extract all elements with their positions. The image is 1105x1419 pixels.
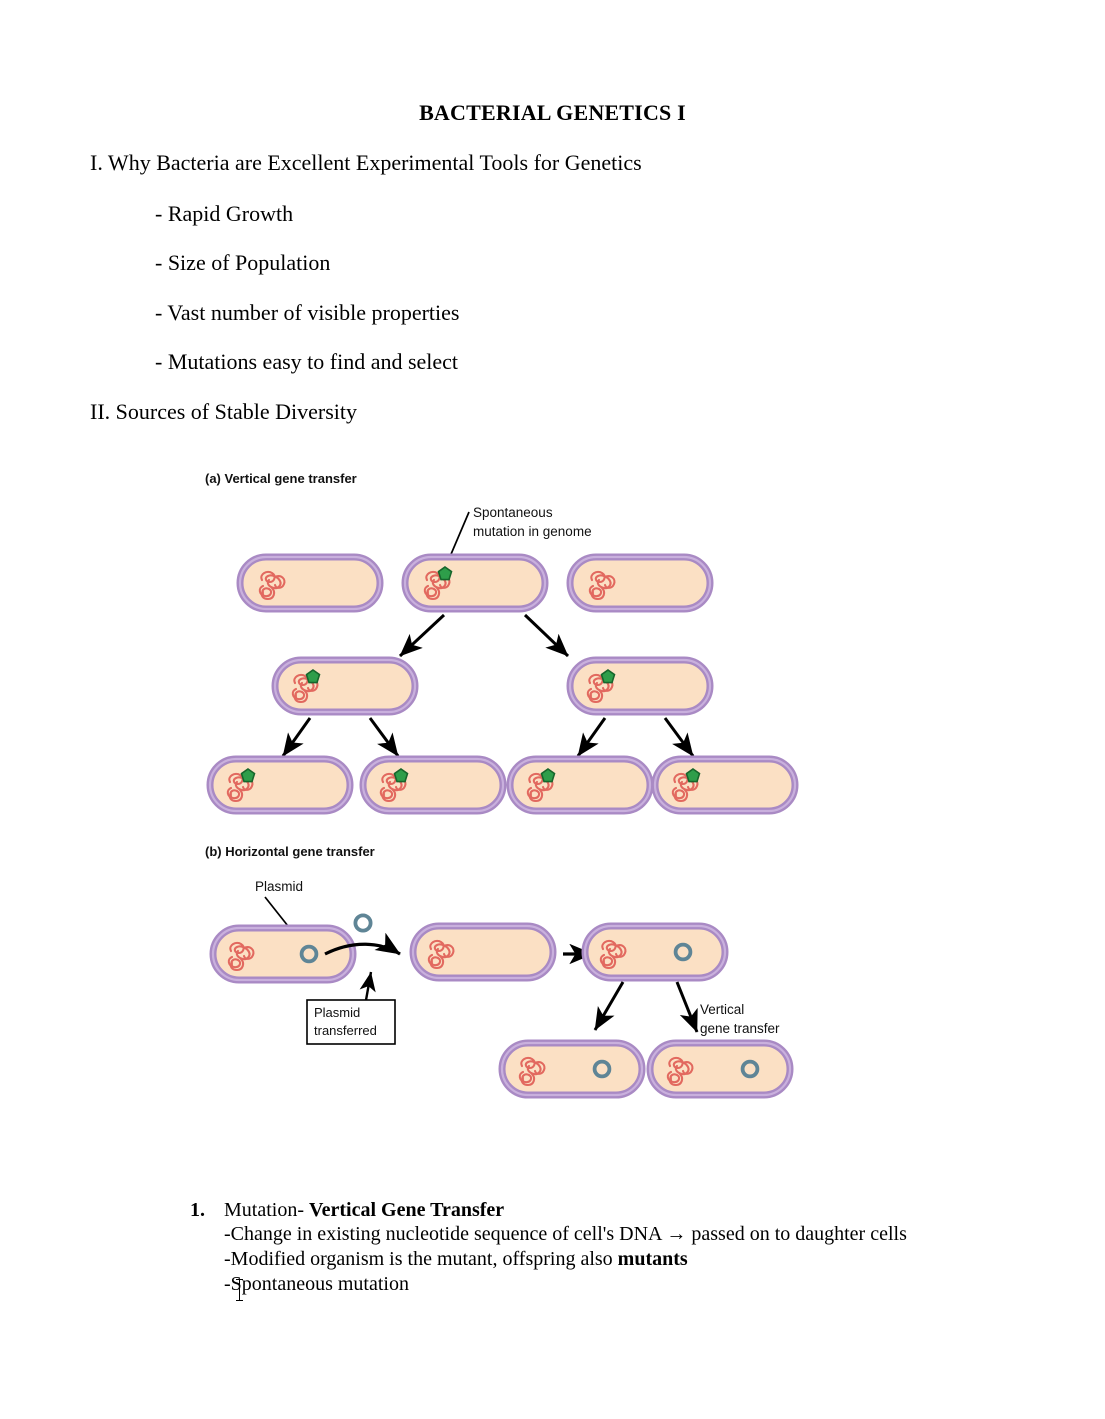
cell-b5-daughter [650, 1043, 790, 1095]
text-cursor [236, 1279, 243, 1301]
cell-b1-donor [213, 928, 353, 980]
list-item-title-plain: Mutation- [224, 1199, 309, 1221]
page-title: BACTERIAL GENETICS I [419, 100, 686, 125]
section-heading-1: I. Why Bacteria are Excellent Experiment… [90, 150, 642, 175]
plasmid-transferred-line1: Plasmid [314, 1005, 360, 1020]
cell-b2-recipient [413, 926, 553, 978]
numbered-list: 1. Mutation- Vertical Gene Transfer -Cha… [190, 1199, 1010, 1297]
free-plasmid-ring [353, 913, 373, 933]
plasmid-transferred-callout: Plasmid transferred [306, 971, 396, 1045]
cell-a2-mutant [405, 557, 545, 609]
vertical-gene-transfer-annotation-line2: gene transfer [700, 1021, 780, 1036]
cell-a9-mutant [655, 759, 795, 811]
cell-a4-mutant [275, 660, 415, 712]
sub-line-1: -Change in existing nucleotide sequence … [224, 1222, 1010, 1247]
list-item: 1. Mutation- Vertical Gene Transfer -Cha… [190, 1199, 1010, 1297]
cell-a3 [570, 557, 710, 609]
division-arrows-panel-b [593, 981, 699, 1033]
cell-a5-mutant [570, 660, 710, 712]
sub-line-2-bold: mutants [617, 1248, 688, 1270]
sub-line-1-plain: -Change in existing nucleotide sequence … [224, 1223, 907, 1245]
cell-a7-mutant [363, 759, 503, 811]
sub-line-3: -Spontaneous mutation [224, 1272, 1010, 1297]
spontaneous-mutation-annotation-line1: Spontaneous [473, 505, 553, 520]
plasmid-transfer-arrow [324, 932, 401, 956]
sub-line-2: -Modified organism is the mutant, offspr… [224, 1247, 1010, 1272]
cell-a1 [240, 557, 380, 609]
list-item-title-bold: Vertical Gene Transfer [309, 1199, 505, 1221]
list-item-title: Mutation- Vertical Gene Transfer [224, 1199, 1010, 1222]
cell-a8-mutant [510, 759, 650, 811]
bullet-item-visible-properties: - Vast number of visible properties [155, 300, 460, 325]
list-item-body: Mutation- Vertical Gene Transfer -Change… [224, 1199, 1010, 1297]
division-arrows-row1 [398, 613, 570, 658]
cell-a6-mutant [210, 759, 350, 811]
sub-line-3-plain: -Spontaneous mutation [224, 1273, 409, 1295]
cell-b4-daughter [502, 1043, 642, 1095]
section-heading-2: II. Sources of Stable Diversity [90, 399, 357, 424]
plasmid-annotation: Plasmid [255, 879, 303, 894]
division-arrows-row2 [281, 717, 695, 757]
panel-b-label: (b) Horizontal gene transfer [205, 844, 375, 859]
list-item-marker: 1. [190, 1199, 205, 1221]
cell-b3-transconjugant [585, 926, 725, 978]
spontaneous-mutation-annotation-line2: mutation in genome [473, 524, 592, 539]
bullet-item-size-of-population: - Size of Population [155, 250, 331, 275]
bullet-item-rapid-growth: - Rapid Growth [155, 201, 294, 226]
bullet-item-mutations-easy: - Mutations easy to find and select [155, 349, 459, 374]
panel-a-label: (a) Vertical gene transfer [205, 471, 357, 486]
sub-line-2-plain: -Modified organism is the mutant, offspr… [224, 1248, 618, 1270]
vertical-gene-transfer-annotation-line1: Vertical [700, 1002, 744, 1017]
gene-transfer-figure: (a) Vertical gene transfer Spontaneous m… [195, 460, 815, 1120]
plasmid-transferred-line2: transferred [314, 1023, 377, 1038]
